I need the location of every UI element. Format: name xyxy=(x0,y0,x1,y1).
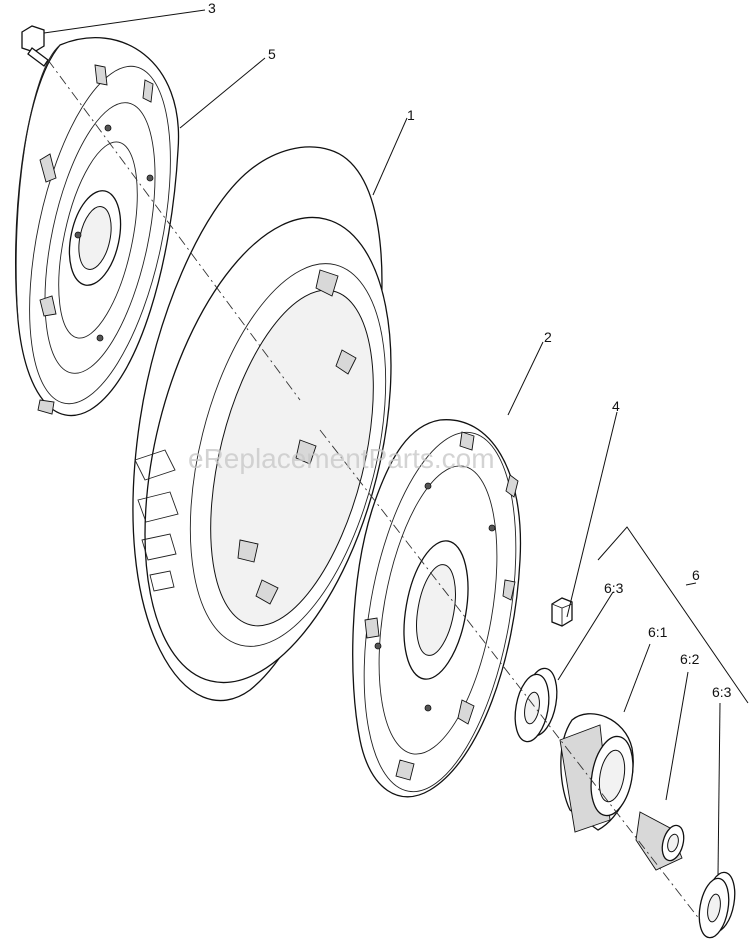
nut xyxy=(551,597,573,627)
bearing-right xyxy=(698,871,736,939)
callout-3: 3 xyxy=(208,0,216,16)
callout-6: 6 xyxy=(692,567,700,583)
wheel-half-inner xyxy=(352,419,522,798)
assembly-axis-line xyxy=(47,59,701,921)
wheel-half-outer xyxy=(15,37,180,417)
callout-6-1: 6:1 xyxy=(648,624,668,640)
tire xyxy=(132,146,392,702)
callout-1: 1 xyxy=(407,107,415,123)
bearing-left xyxy=(514,667,558,743)
leader-lines xyxy=(43,9,749,876)
hub-sleeve xyxy=(559,713,634,833)
spacer xyxy=(635,811,685,871)
watermark-text: eReplacementParts.com xyxy=(188,443,495,474)
bolt xyxy=(21,25,49,67)
callout-2: 2 xyxy=(544,329,552,345)
callout-6-3-left: 6:3 xyxy=(604,580,624,596)
callout-5: 5 xyxy=(268,46,276,62)
callout-4: 4 xyxy=(612,398,620,414)
callout-6-2: 6:2 xyxy=(680,651,700,667)
callout-6-3-right: 6:3 xyxy=(712,684,732,700)
